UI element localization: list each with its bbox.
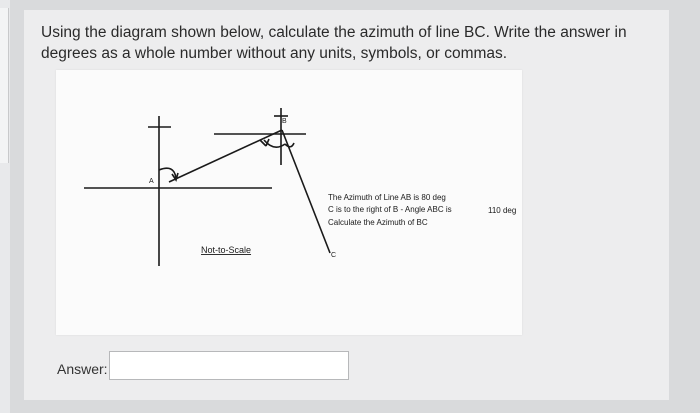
label-a: A <box>149 178 154 185</box>
angle-arc-b2 <box>284 142 295 148</box>
given-line-1: The Azimuth of Line AB is 80 deg <box>328 193 446 202</box>
angle-arc-b <box>263 139 286 148</box>
given-line-2: C is to the right of B - Angle ABC is <box>328 205 452 214</box>
angle-arrow-b <box>259 138 270 147</box>
answer-input[interactable] <box>109 351 349 380</box>
scale-note: Not-to-Scale <box>201 245 251 255</box>
left-edge-panel <box>0 8 9 163</box>
label-b: B <box>282 118 287 125</box>
angle-arrow-a <box>171 172 179 182</box>
answer-label: Answer: <box>57 361 108 377</box>
diagram-image: A B C Not-to-Scale The Azimuth of Line A… <box>56 70 522 335</box>
question-text: Using the diagram shown below, calculate… <box>41 24 627 62</box>
left-edge-strip <box>0 0 10 413</box>
label-c: C <box>331 252 336 259</box>
given-line-4: Calculate the Azimuth of BC <box>328 218 428 227</box>
diagram-svg: A B C Not-to-Scale The Azimuth of Line A… <box>84 108 516 266</box>
question-card: Using the diagram shown below, calculate… <box>24 10 669 400</box>
angle-arc-a <box>158 167 177 179</box>
line-bc <box>281 129 331 254</box>
line-ab <box>168 129 283 183</box>
given-line-3: 110 deg <box>488 206 516 215</box>
